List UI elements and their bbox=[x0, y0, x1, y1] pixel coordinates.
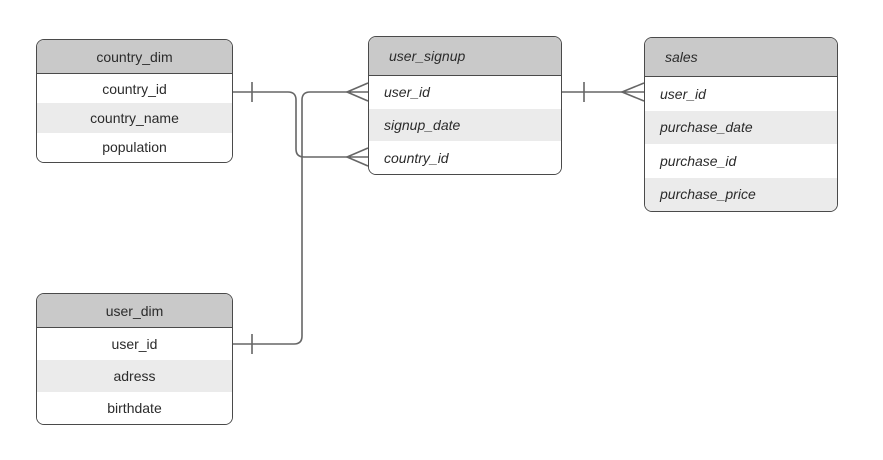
entity-table-user-dim[interactable]: user_dim user_id adress birthdate bbox=[36, 293, 233, 425]
table-title: country_dim bbox=[37, 40, 232, 74]
field-row: country_id bbox=[37, 74, 232, 104]
field-row: purchase_id bbox=[645, 144, 837, 178]
field-row: country_id bbox=[369, 141, 561, 174]
field-row: population bbox=[37, 132, 232, 162]
table-title: user_signup bbox=[369, 37, 561, 76]
field-row: adress bbox=[37, 360, 232, 392]
field-row: user_id bbox=[645, 77, 837, 111]
relationship-user-dim-to-user-signup[interactable] bbox=[233, 82, 369, 354]
field-row: user_id bbox=[37, 328, 232, 360]
many-crowfoot-icon bbox=[344, 82, 369, 102]
table-title: sales bbox=[645, 38, 837, 77]
field-row: user_id bbox=[369, 76, 561, 109]
many-crowfoot-icon bbox=[344, 147, 369, 167]
field-row: purchase_price bbox=[645, 177, 837, 211]
connector-line bbox=[233, 91, 347, 345]
field-row: purchase_date bbox=[645, 110, 837, 144]
entity-table-country-dim[interactable]: country_dim country_id country_name popu… bbox=[36, 39, 233, 163]
many-crowfoot-icon bbox=[619, 82, 645, 102]
field-row: signup_date bbox=[369, 108, 561, 142]
field-row: country_name bbox=[37, 103, 232, 133]
field-row: birthdate bbox=[37, 392, 232, 424]
entity-table-sales[interactable]: sales user_id purchase_date purchase_id … bbox=[644, 37, 838, 212]
relationship-user-signup-to-sales[interactable] bbox=[562, 82, 645, 102]
relationship-country-dim-to-user-signup[interactable] bbox=[233, 82, 369, 167]
table-title: user_dim bbox=[37, 294, 232, 328]
connector-line bbox=[233, 91, 347, 158]
entity-table-user-signup[interactable]: user_signup user_id signup_date country_… bbox=[368, 36, 562, 175]
